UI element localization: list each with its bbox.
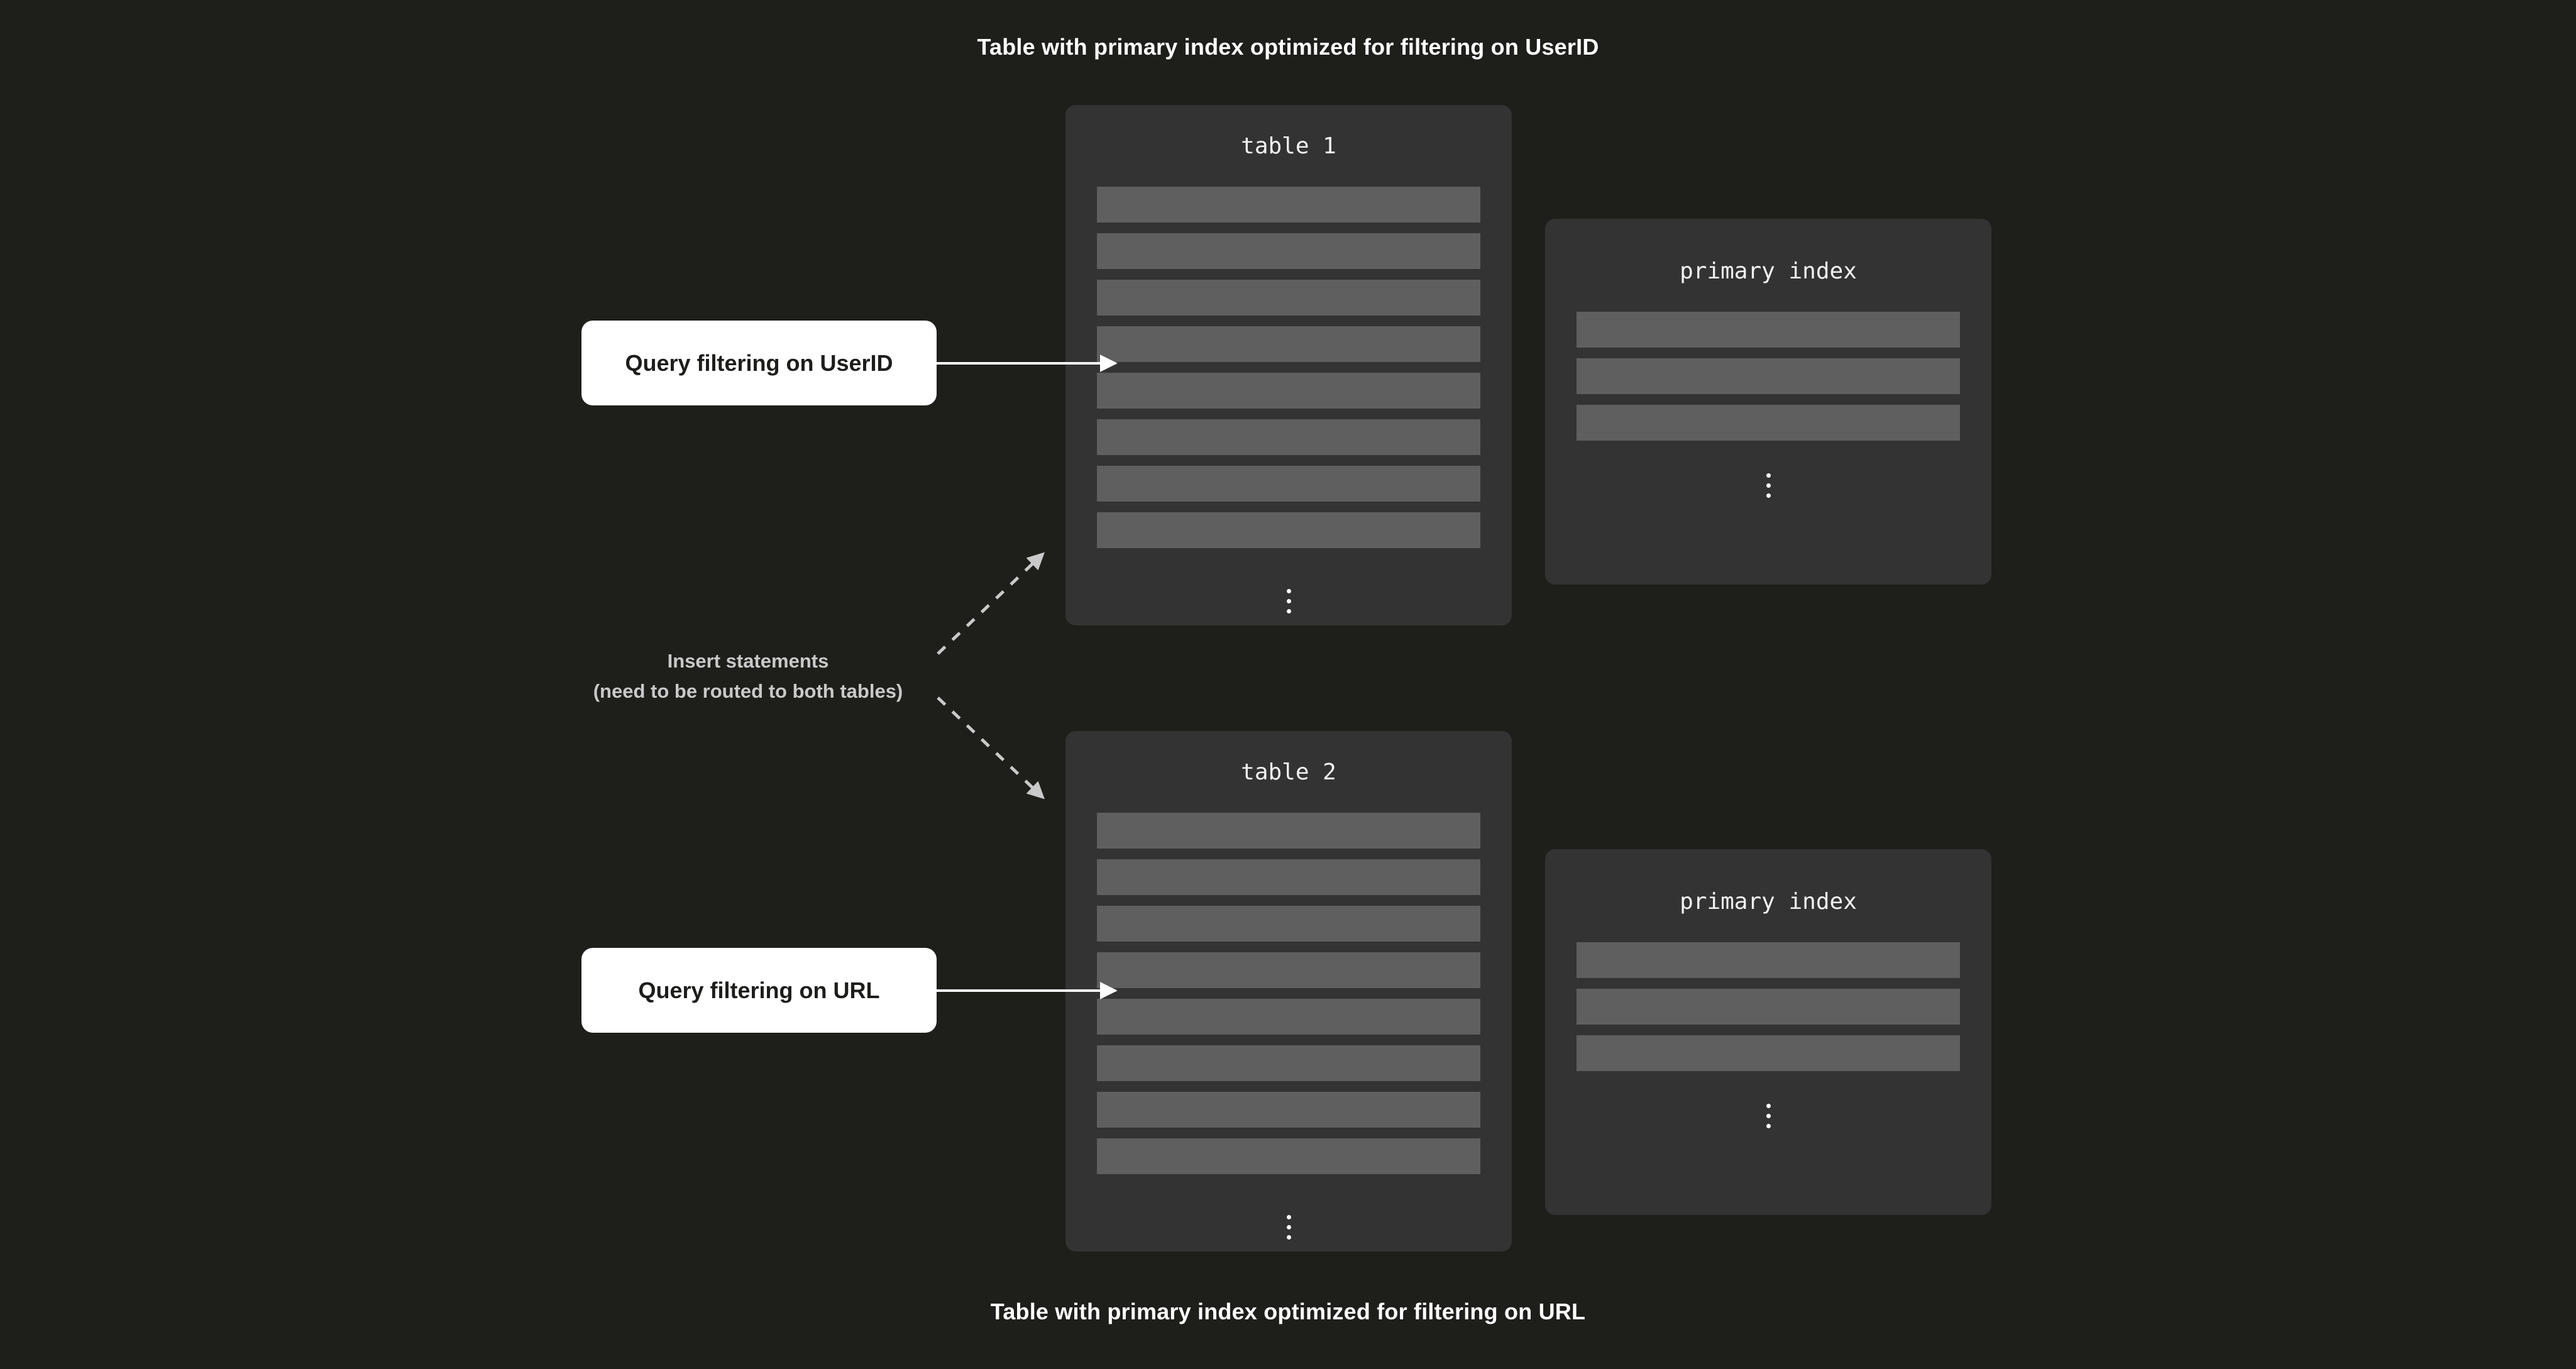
primary-index-1-title: primary index [1680,258,1857,284]
index-row [1577,942,1960,978]
connector-insert-to-table-1 [937,552,1045,655]
table-row [1097,512,1480,548]
table-row [1097,1092,1480,1128]
table-1-rows [1097,187,1480,548]
table-row [1097,1138,1480,1174]
primary-index-2-rows [1577,942,1960,1071]
table-2-title: table 2 [1241,759,1336,785]
table-row [1097,187,1480,223]
table-row [1097,952,1480,988]
table-1-ellipsis-icon [1065,589,1512,613]
primary-index-1-card: primary index [1545,219,1991,585]
table-row [1097,326,1480,362]
table-row [1097,419,1480,455]
connector-insert-to-table-2 [937,696,1045,800]
primary-index-1-rows [1577,312,1960,441]
table-2-ellipsis-icon [1065,1215,1512,1240]
table-row [1097,859,1480,895]
table-row [1097,906,1480,942]
table-row [1097,999,1480,1035]
insert-statements-line-2: (need to be routed to both tables) [593,680,903,702]
insert-statements-line-1: Insert statements [667,650,829,672]
index-row [1577,989,1960,1025]
bottom-caption: Table with primary index optimized for f… [990,1299,1586,1324]
query-url-label: Query filtering on URL [638,977,880,1003]
table-2-card: table 2 [1065,731,1512,1251]
query-userid-label: Query filtering on UserID [625,349,893,376]
table-row [1097,233,1480,269]
query-filtering-on-userid-box[interactable]: Query filtering on UserID [581,321,937,405]
primary-index-2-title: primary index [1680,889,1857,915]
table-row [1097,1045,1480,1081]
primary-index-2-card: primary index [1545,849,1991,1215]
index-row [1577,358,1960,394]
table-row [1097,280,1480,316]
table-row [1097,466,1480,502]
primary-index-1-ellipsis-icon [1545,473,1991,498]
top-caption: Table with primary index optimized for f… [977,34,1599,60]
index-row [1577,312,1960,348]
index-row [1577,1035,1960,1071]
table-row [1097,373,1480,409]
primary-index-2-ellipsis-icon [1545,1104,1991,1128]
table-2-rows [1097,813,1480,1174]
table-1-title: table 1 [1241,133,1336,159]
table-row [1097,813,1480,849]
insert-statements-label: Insert statements (need to be routed to … [515,646,981,706]
index-row [1577,405,1960,441]
table-1-card: table 1 [1065,105,1512,625]
query-filtering-on-url-box[interactable]: Query filtering on URL [581,948,937,1033]
